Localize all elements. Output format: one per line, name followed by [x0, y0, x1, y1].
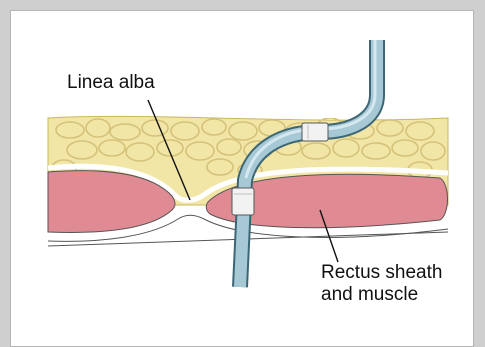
rectus-label-line1: Rectus sheath [321, 262, 442, 284]
tube-clip-lower [232, 188, 254, 215]
tube-clip-upper [302, 123, 328, 141]
linea-alba-label: Linea alba [67, 72, 155, 94]
rectus-label-line2: and muscle [321, 284, 442, 306]
rectus-sheath-label: Rectus sheath and muscle [321, 262, 442, 306]
